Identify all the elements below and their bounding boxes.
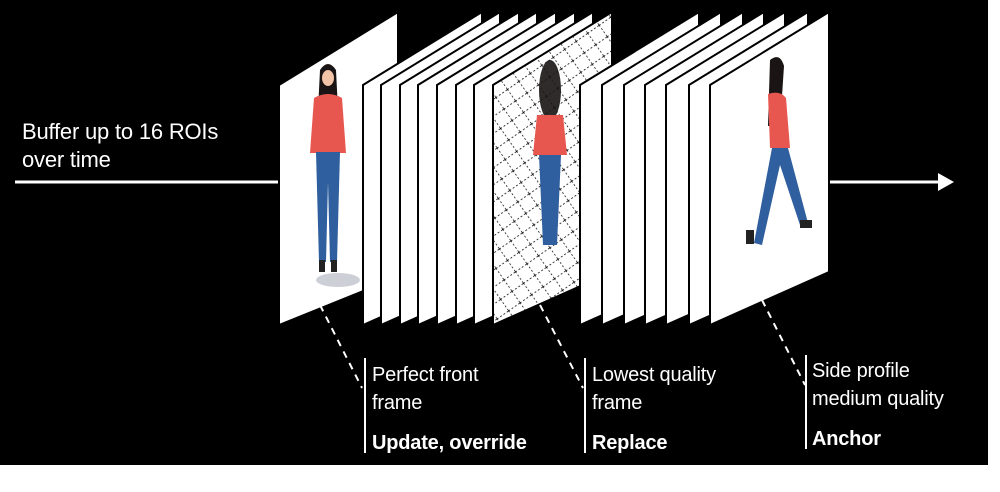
person-back-blurred (533, 60, 567, 245)
connector-front (319, 304, 363, 389)
callout-front: Perfect front frame Update, override (372, 361, 527, 457)
callout-front-action: Update, override (372, 432, 527, 454)
callout-lowest-line1: Lowest quality (592, 364, 716, 386)
callout-lowest-line2: frame (592, 392, 643, 414)
connector-side (761, 299, 806, 386)
diagram-canvas: Buffer up to 16 ROIs over time Perfect f… (0, 0, 988, 465)
frame-buffer-illustration (15, 10, 954, 453)
person-side (746, 57, 812, 245)
callout-side-line1: Side profile (812, 360, 910, 382)
callout-lowest: Lowest quality frame Replace (592, 361, 716, 457)
callout-side-line2: medium quality (812, 388, 944, 410)
callout-side: Side profile medium quality Anchor (812, 357, 944, 453)
arrowhead-icon (938, 173, 954, 191)
callout-front-line1: Perfect front (372, 364, 479, 386)
callout-lowest-action: Replace (592, 432, 668, 454)
intro-line-1: Buffer up to 16 ROIs (22, 119, 219, 144)
callout-connectors (319, 299, 806, 389)
callout-side-action: Anchor (812, 428, 881, 450)
person-front (310, 64, 360, 287)
intro-line-2: over time (22, 147, 111, 172)
frame-side (709, 10, 830, 327)
callout-front-line2: frame (372, 392, 423, 414)
connector-lowest (539, 304, 584, 389)
intro-text: Buffer up to 16 ROIs over time (22, 118, 218, 174)
